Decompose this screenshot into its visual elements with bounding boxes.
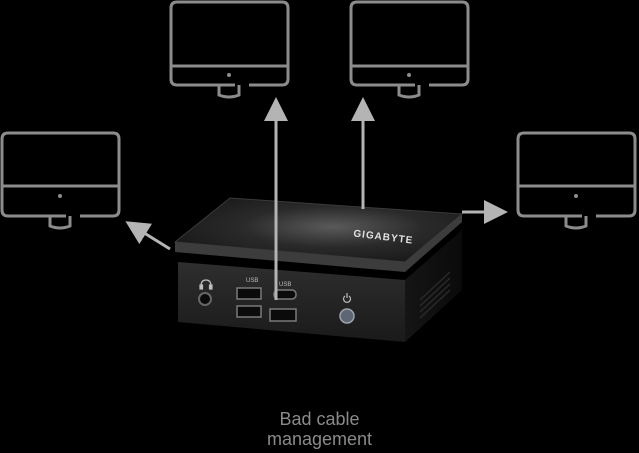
usb-c-label: USB [279, 282, 291, 288]
device-front [178, 262, 405, 342]
monitor-top-right [349, 0, 470, 99]
usb-a-port-bottom [236, 305, 262, 318]
headphone-icon [199, 279, 213, 290]
caption-line-2: management [266, 429, 373, 449]
monitor-left [0, 131, 121, 230]
usb-a-port-right [269, 308, 297, 322]
monitor-right [516, 131, 637, 230]
device-side [405, 230, 462, 342]
mini-pc: GIGABYTE USB USB [173, 197, 464, 342]
side-vents [419, 271, 451, 319]
monitor-top-left [169, 0, 290, 99]
arrow-to-left-monitor [125, 221, 171, 251]
power-icon [342, 293, 352, 303]
usb-c-port [273, 289, 297, 300]
device-lid-edge [175, 214, 462, 272]
cable-arrows [125, 97, 508, 300]
audio-jack [198, 292, 212, 306]
usb-a-port-top [236, 287, 262, 300]
power-button [339, 308, 355, 324]
usb-a-label: USB [246, 278, 258, 284]
caption-line-1: Bad cable [279, 409, 360, 429]
